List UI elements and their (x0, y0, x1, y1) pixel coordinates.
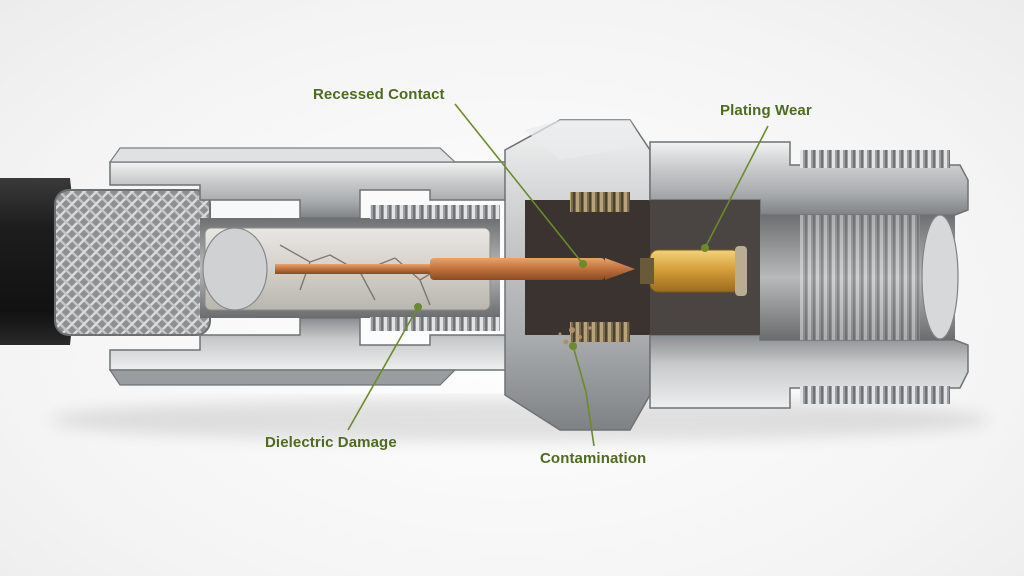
recessed-contact-label: Recessed Contact (313, 86, 445, 103)
external-thread-upper (800, 150, 950, 168)
contamination-label: Contamination (540, 450, 647, 467)
braided-shield (55, 190, 210, 335)
plating-wear-leader (704, 125, 769, 249)
plating-wear-label: Plating Wear (720, 102, 812, 119)
recessed-contact-marker (579, 260, 587, 268)
recessed-contact-leader (454, 103, 584, 265)
center-conductor (275, 264, 435, 274)
internal-thread-lower (370, 317, 500, 331)
contamination-leader (572, 345, 595, 447)
plating-wear-marker (701, 244, 709, 252)
center-pin (430, 258, 605, 280)
external-thread-lower (800, 386, 950, 404)
dielectric-damage-marker (414, 303, 422, 311)
ground-shadow (50, 398, 990, 442)
socket-contact (649, 249, 741, 293)
dielectric-damage-label: Dielectric Damage (265, 434, 397, 451)
internal-thread-upper (370, 205, 500, 219)
dielectric-damage-leader (347, 306, 419, 431)
contamination-marker (569, 342, 577, 350)
